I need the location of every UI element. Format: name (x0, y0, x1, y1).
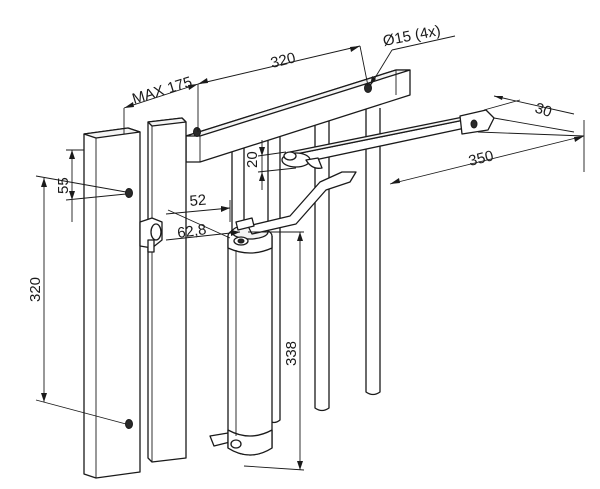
upper-hinge-bracket (139, 217, 163, 253)
dimension-62-8 (165, 209, 241, 241)
mounting-hole-top-rail-left (193, 127, 201, 137)
closer-link-arm (235, 171, 357, 235)
label-52: 52 (189, 192, 207, 210)
label-338: 338 (283, 341, 300, 366)
label-320-left: 320 (27, 277, 44, 302)
label-30: 30 (533, 100, 554, 121)
mounting-hole-post-upper (125, 188, 133, 198)
closer-cylinder (227, 224, 273, 456)
label-62-8: 62,8 (176, 221, 207, 242)
fixed-post (83, 127, 141, 479)
dimension-350 (389, 120, 585, 185)
dimension-30 (483, 95, 575, 133)
closer-long-arm (281, 109, 495, 169)
label-max-175: MAX 175 (130, 74, 194, 108)
dimension-338 (243, 231, 305, 471)
label-20: 20 (244, 151, 261, 168)
dimension-20 (257, 140, 297, 190)
label-320-top: 320 (269, 49, 297, 72)
mounting-hole-post-lower (125, 419, 133, 429)
dimension-320-top (197, 45, 369, 87)
gate-frame-post (147, 117, 187, 463)
dimension-52 (165, 200, 231, 222)
hole-diameter-leader (369, 35, 456, 87)
dimension-320-left (35, 175, 127, 425)
dimension-55 (65, 149, 127, 222)
dimension-max-175 (123, 83, 199, 134)
label-350: 350 (467, 147, 495, 170)
